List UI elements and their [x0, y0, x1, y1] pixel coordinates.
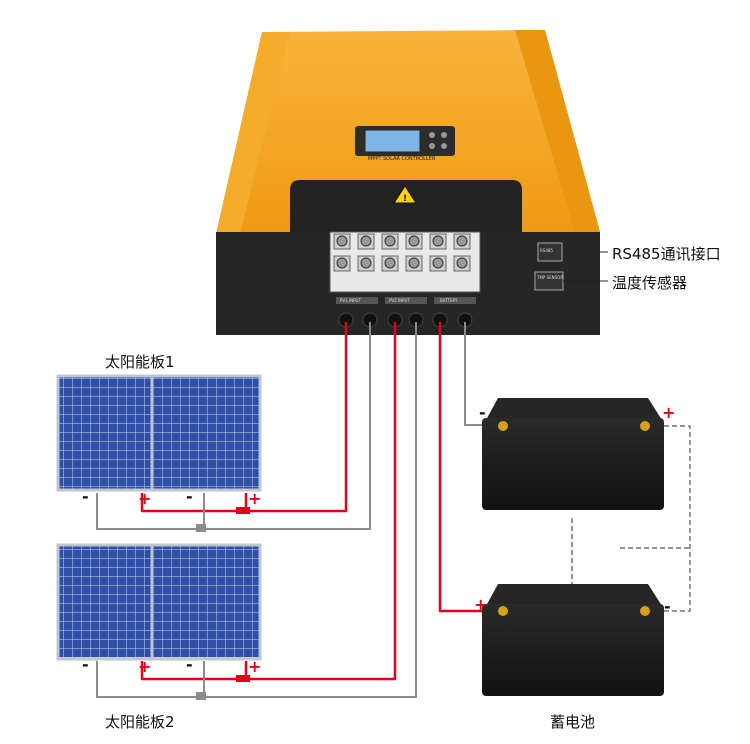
menu-button-icon — [429, 143, 435, 149]
terminal-screw-icon — [360, 257, 372, 269]
terminal-screw-icon — [408, 257, 420, 269]
solar-panel — [150, 543, 262, 661]
battery-input-label: BATTERY — [440, 298, 458, 303]
panel-group-1-label: 太阳能板1 — [105, 353, 175, 371]
negative-sign: - — [186, 655, 193, 674]
pv1-negative-wire — [96, 322, 371, 530]
controller-terminal-cover — [290, 180, 522, 232]
positive-sign: + — [138, 657, 152, 676]
battery-case — [482, 418, 664, 510]
panel-group-2-label: 太阳能板2 — [105, 713, 175, 731]
terminal-screw-icon — [384, 257, 396, 269]
battery-terminal-icon — [498, 421, 508, 431]
battery-positive-wire — [438, 322, 500, 613]
battery-case — [482, 604, 664, 696]
pv1-input-tag — [336, 297, 378, 304]
menu-button-icon — [441, 132, 447, 138]
svg-text:!: ! — [403, 194, 407, 204]
mppt-controller: ! — [216, 30, 600, 335]
terminal-screw-icon — [336, 235, 348, 247]
pv2-input-tag — [385, 297, 427, 304]
pv2-negative-wire — [96, 322, 417, 698]
junction-icon — [196, 524, 206, 532]
positive-sign: + — [138, 489, 152, 508]
pv1-input-label: PV1 INPUT — [340, 298, 361, 303]
solar-panel — [150, 374, 262, 492]
terminal-screw-icon — [432, 235, 444, 247]
battery-series-link — [648, 425, 691, 612]
terminal-screw-icon — [456, 235, 468, 247]
pv2-input-label: PV2 INPUT — [389, 298, 410, 303]
junction-icon — [196, 692, 206, 700]
solar-panel — [56, 543, 168, 661]
solar-panel-group-1 — [56, 374, 262, 492]
fuse-icon — [236, 675, 250, 682]
terminal-screw-icon — [432, 257, 444, 269]
rs485-port — [537, 242, 563, 262]
terminal-screw-icon — [408, 235, 420, 247]
positive-sign: + — [248, 489, 262, 508]
rs485-label: RS485通讯接口 — [612, 245, 721, 263]
menu-button-icon — [441, 143, 447, 149]
positive-sign: + — [474, 595, 488, 614]
temp-sensor-label: 温度传感器 — [612, 274, 688, 292]
warning-triangle-icon — [393, 185, 417, 204]
negative-sign: - — [82, 487, 89, 506]
battery-input-tag — [434, 297, 476, 304]
terminal-screw-icon — [456, 257, 468, 269]
battery-top — [482, 398, 664, 510]
lcd-screen — [364, 129, 421, 153]
terminal-screw-icon — [336, 257, 348, 269]
positive-sign: + — [662, 403, 676, 422]
terminal-screw-icon — [384, 235, 396, 247]
menu-button-icon — [429, 132, 435, 138]
battery-terminal-icon — [498, 606, 508, 616]
battery-lid — [486, 584, 662, 606]
negative-sign: - — [664, 597, 671, 616]
wiring — [96, 322, 691, 700]
terminal-screw-icon — [360, 235, 372, 247]
solar-panel — [56, 374, 168, 492]
battery-label: 蓄电池 — [550, 713, 596, 731]
controller-right-rail — [515, 30, 600, 232]
positive-sign: + — [248, 657, 262, 676]
battery-terminal-icon — [640, 606, 650, 616]
battery-terminal-icon — [640, 421, 650, 431]
battery-lid — [486, 398, 662, 420]
solar-panel-group-2 — [56, 543, 262, 661]
controller-brand-text: MPPT SOLAR CONTROLLER — [368, 156, 436, 162]
rs485-port-label: RS485 — [540, 248, 553, 253]
temp-port-label: TMP SENSOR — [537, 275, 564, 280]
negative-sign: - — [186, 487, 193, 506]
pv2-positive-wire — [140, 322, 397, 681]
battery-bottom — [482, 584, 664, 696]
negative-sign: - — [479, 403, 486, 422]
fuse-icon — [236, 507, 250, 514]
controller-left-rail — [216, 32, 290, 234]
negative-sign: - — [82, 655, 89, 674]
